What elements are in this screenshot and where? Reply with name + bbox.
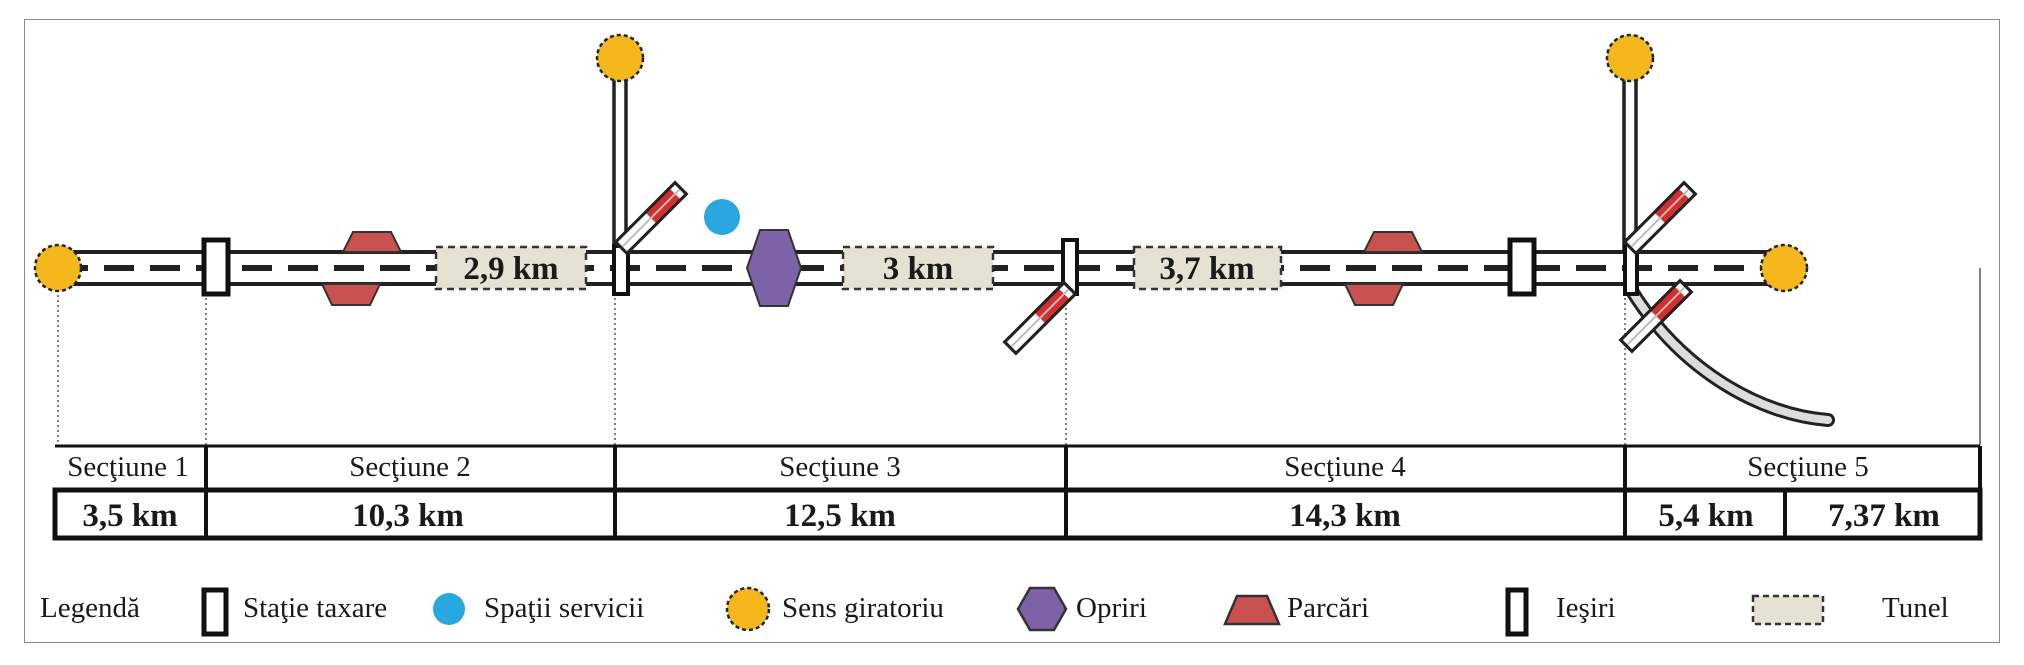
- diagram-frame: [24, 19, 2000, 643]
- tunnel-length-2: 3 km: [883, 251, 954, 287]
- legend-title: Legendă: [40, 592, 140, 624]
- toll-station-icon: [201, 237, 231, 297]
- section-4-name: Secţiune 4: [1284, 451, 1406, 483]
- roundabout-icon: [33, 243, 83, 293]
- section-4-length: 14,3 km: [1289, 498, 1401, 534]
- parkings: [320, 231, 1424, 306]
- section-5-name: Secţiune 5: [1747, 451, 1869, 483]
- roundabout-icon: [1605, 33, 1655, 83]
- legend-label-service: Spaţii servicii: [484, 592, 644, 624]
- parking-icon: [320, 283, 382, 306]
- parking-icon: [1223, 594, 1281, 626]
- stop-icon: [745, 229, 803, 307]
- tunnels: 2,9 km 3 km 3,7 km: [434, 245, 1283, 291]
- tunnel-length-1: 2,9 km: [463, 251, 558, 287]
- legend-label-toll: Staţie taxare: [243, 592, 387, 624]
- ramp-icon: [1003, 281, 1077, 355]
- legend-label-roundabout: Sens giratoriu: [782, 592, 944, 624]
- legend-label-tunnel: Tunel: [1882, 592, 1949, 624]
- legend-label-parking: Parcări: [1287, 592, 1369, 624]
- section-1-length: 3,5 km: [82, 498, 177, 534]
- section-2-name: Secţiune 2: [349, 451, 471, 483]
- legend-label-exit: Ieşiri: [1556, 592, 1616, 624]
- tunnel-segment-3: [1132, 245, 1283, 291]
- tunnel-length-3: 3,7 km: [1159, 251, 1254, 287]
- toll-station-icon: [201, 587, 229, 637]
- roundabouts: [33, 33, 1809, 293]
- section-5b-length: 7,37 km: [1828, 498, 1940, 534]
- section-3-name: Secţiune 3: [779, 451, 901, 483]
- section-1-name: Secţiune 1: [67, 451, 189, 483]
- section-2-length: 10,3 km: [352, 498, 464, 534]
- tunnel-segment-1: [434, 245, 588, 291]
- legend: Legendă Staţie taxare Spaţii servicii Se…: [40, 586, 1949, 637]
- section-3-length: 12,5 km: [784, 498, 896, 534]
- tunnel-segment-2: [841, 245, 995, 291]
- parking-icon: [341, 231, 403, 253]
- section-5a-length: 5,4 km: [1658, 498, 1753, 534]
- service-area-icon: [704, 199, 740, 235]
- legend-label-stop: Opriri: [1076, 592, 1147, 624]
- roundabout-icon: [595, 33, 645, 83]
- exit-icon: [1505, 587, 1529, 637]
- parking-icon: [1343, 283, 1405, 306]
- tunnel-icon: [1751, 594, 1825, 626]
- parking-icon: [1362, 231, 1424, 253]
- service-area-icon: [433, 593, 465, 625]
- section-divider-lines: [57, 270, 1626, 445]
- stop-icon: [1016, 586, 1068, 632]
- roundabout-icon: [725, 586, 771, 632]
- roundabout-icon: [1759, 243, 1809, 293]
- toll-station-icon: [1507, 237, 1537, 297]
- toll-stations: [201, 237, 1537, 297]
- sections-table: Secţiune 1 Secţiune 2 Secţiune 3 Secţiun…: [52, 444, 1983, 541]
